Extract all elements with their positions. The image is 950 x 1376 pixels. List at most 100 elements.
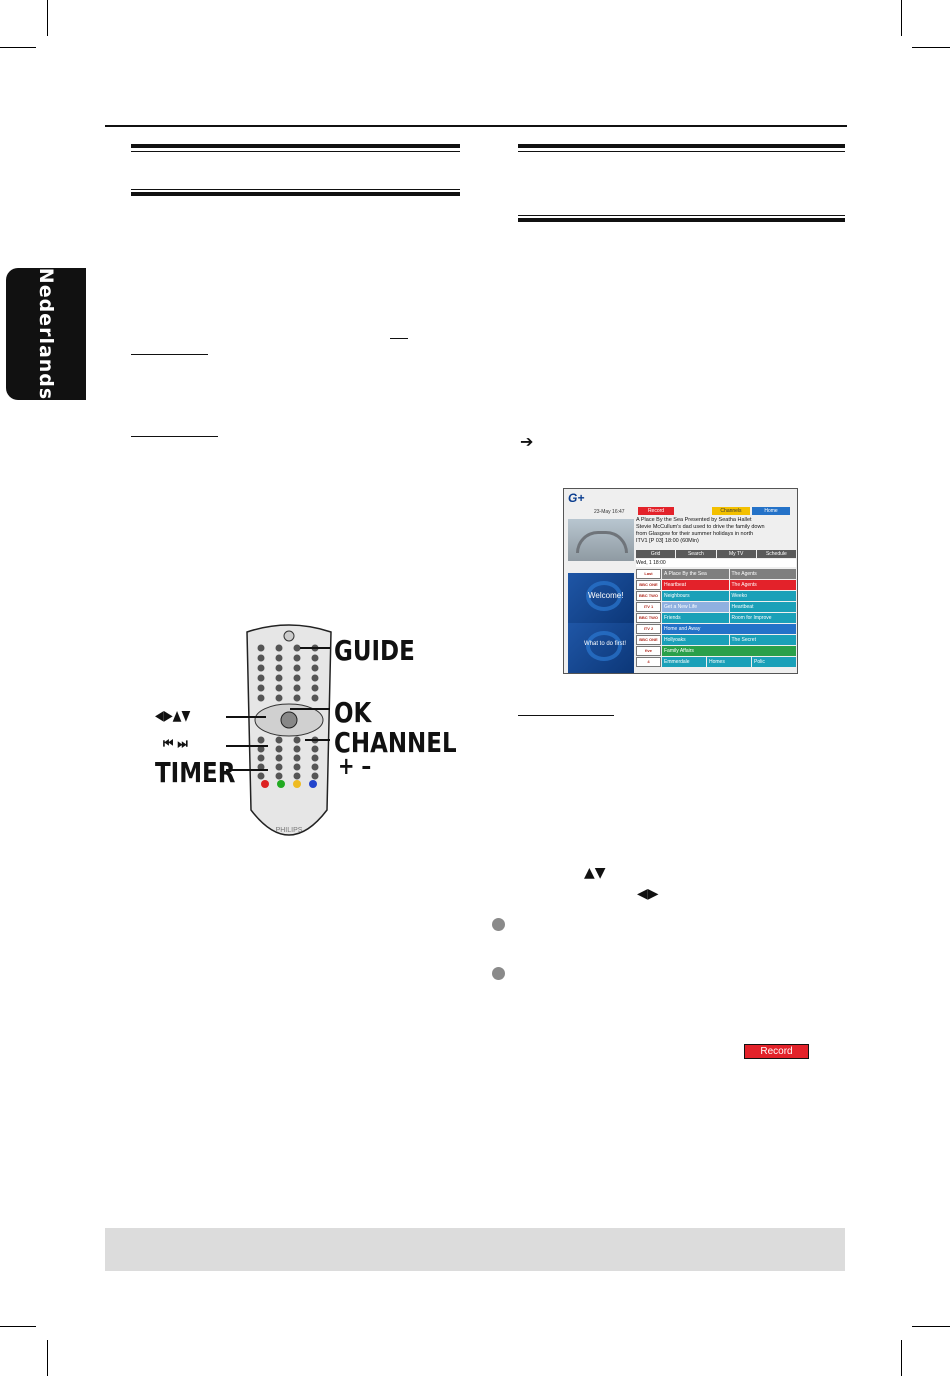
channel-leader — [305, 739, 330, 741]
remote-button[interactable] — [275, 654, 283, 662]
remote-control: PHILIPS — [246, 624, 332, 836]
guide-tabs: Grid Search My TV Schedule — [636, 550, 796, 558]
skip-callout: ⏮ ⏭ — [163, 736, 188, 752]
guide-welcome-panel[interactable]: Welcome! — [568, 573, 634, 623]
guide-programme-cell[interactable]: Emmerdale — [662, 657, 706, 667]
channel-logo: BBC TWO — [636, 613, 661, 623]
remote-button[interactable] — [311, 694, 319, 702]
guide-info: A Place By the Sea Presented by Seatha H… — [636, 517, 796, 545]
guide-channels-button[interactable]: Channels — [712, 507, 750, 515]
remote-button[interactable] — [257, 694, 265, 702]
guide-programme-cell[interactable]: Home and Away — [662, 624, 796, 634]
guide-programme-cell[interactable]: Homes — [707, 657, 751, 667]
remote-button[interactable] — [275, 754, 283, 762]
guide-tab-mytv[interactable]: My TV — [716, 550, 756, 558]
guide-tab-search[interactable]: Search — [676, 550, 716, 558]
guide-record-button[interactable]: Record — [638, 507, 674, 515]
remote-button[interactable] — [293, 772, 301, 780]
remote-button[interactable] — [275, 736, 283, 744]
remote-button[interactable] — [293, 674, 301, 682]
remote-button[interactable] — [293, 736, 301, 744]
remote-button[interactable] — [275, 664, 283, 672]
remote-button[interactable] — [311, 763, 319, 771]
guide-programme-cell[interactable]: Weeko — [729, 591, 796, 601]
remote-button[interactable] — [311, 684, 319, 692]
guide-programme-cell[interactable]: Family Affairs — [662, 646, 796, 656]
remote-button[interactable] — [293, 694, 301, 702]
section-rule-bottom — [518, 218, 845, 222]
section-rule-top — [518, 144, 845, 148]
guide-tab-grid[interactable]: Grid — [636, 550, 676, 558]
remote-button[interactable] — [257, 684, 265, 692]
section-rule-bottom-thin — [518, 215, 845, 216]
guide-time-row: Wed, 1 18:00 — [636, 559, 796, 567]
remote-button[interactable] — [311, 745, 319, 753]
remote-button[interactable] — [275, 644, 283, 652]
remote-button[interactable] — [293, 745, 301, 753]
channel-logo: BBC TWO — [636, 591, 661, 601]
remote-button[interactable] — [311, 674, 319, 682]
guide-programme-cell[interactable]: The Secret — [729, 635, 796, 645]
remote-button[interactable] — [257, 654, 265, 662]
channel-callout: CHANNEL — [334, 726, 457, 759]
guide-programme-cell[interactable]: The Agents — [729, 580, 796, 590]
remote-button[interactable] — [257, 736, 265, 744]
channel-logo: five — [636, 646, 661, 656]
language-tab-label: Nederlands — [35, 267, 57, 401]
remote-button[interactable] — [293, 763, 301, 771]
remote-button[interactable] — [293, 664, 301, 672]
remote-button[interactable] — [275, 694, 283, 702]
crop-mark — [47, 1340, 48, 1376]
remote-brand: PHILIPS — [276, 827, 303, 834]
remote-button[interactable] — [293, 684, 301, 692]
guide-programme-cell[interactable]: Hollyoaks — [662, 635, 729, 645]
guide-programme-cell[interactable]: Heartbeat — [662, 580, 729, 590]
remote-button[interactable] — [293, 644, 301, 652]
remote-button[interactable] — [275, 763, 283, 771]
remote-button[interactable] — [311, 754, 319, 762]
guide-programme-cell[interactable]: Room for Improve — [729, 613, 796, 623]
remote-button[interactable] — [257, 674, 265, 682]
remote-button[interactable] — [293, 754, 301, 762]
timer-callout: TIMER — [155, 756, 236, 789]
remote-button[interactable] — [275, 674, 283, 682]
remote-button[interactable] — [257, 745, 265, 753]
remote-button[interactable] — [311, 772, 319, 780]
remote-button[interactable] — [293, 654, 301, 662]
remote-button[interactable] — [275, 745, 283, 753]
guide-home-button[interactable]: Home — [752, 507, 790, 515]
guide-programme-cell[interactable]: Neighbours — [662, 591, 729, 601]
remote-button[interactable] — [275, 684, 283, 692]
arrows-callout: ◀▶▲▼ — [155, 708, 191, 724]
remote-button[interactable] — [257, 772, 265, 780]
remote-button[interactable] — [257, 644, 265, 652]
guide-programme-cell[interactable]: A Place By the Sea — [662, 569, 729, 579]
remote-button[interactable] — [257, 763, 265, 771]
guide-programme-cell[interactable]: The Agents — [729, 569, 796, 579]
guide-tab-schedule[interactable]: Schedule — [756, 550, 796, 558]
guide-first-panel[interactable]: What to do first! — [568, 623, 634, 673]
record-badge: Record — [744, 1044, 809, 1059]
guide-programme-cell[interactable]: Friends — [662, 613, 729, 623]
remote-button[interactable] — [311, 664, 319, 672]
guide-programme-cell[interactable]: Get a New Life — [662, 602, 729, 612]
guide-programme-cell[interactable]: Polic — [752, 657, 796, 667]
guide-programme-cell[interactable]: Heartbeat — [729, 602, 796, 612]
guide-callout: GUIDE — [334, 634, 415, 667]
remote-button[interactable] — [257, 664, 265, 672]
remote-button[interactable] — [311, 654, 319, 662]
guide-welcome-label: Welcome! — [588, 591, 624, 600]
remote-button[interactable] — [257, 754, 265, 762]
bullet-icon — [492, 967, 505, 980]
underline — [390, 338, 408, 339]
remote-button[interactable] — [275, 772, 283, 780]
